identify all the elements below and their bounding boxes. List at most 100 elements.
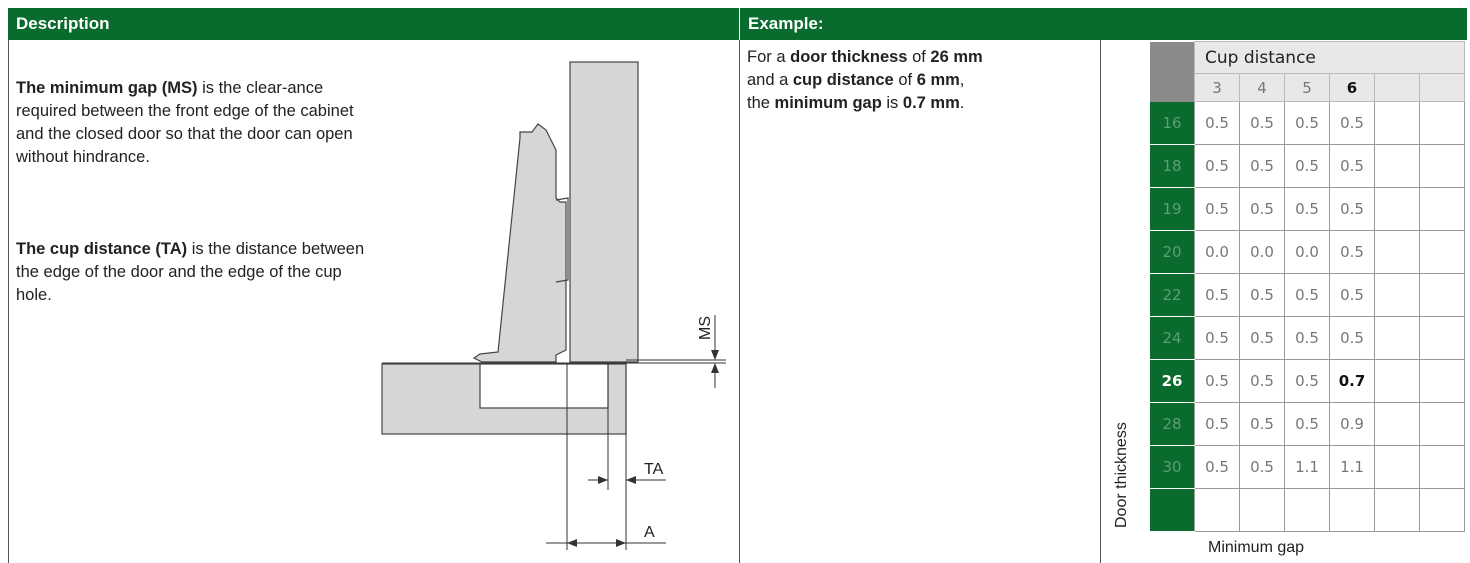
min-gap-cell: 0.5 [1284,402,1330,446]
min-gap-cell: 0.5 [1194,359,1240,403]
min-gap-cell [1374,488,1420,532]
min-gap-cell [1419,445,1465,489]
min-gap-cell: 0.5 [1284,273,1330,317]
min-gap-cell [1374,144,1420,188]
min-gap-cell: 0.5 [1284,187,1330,231]
min-gap-cell: 0.5 [1194,273,1240,317]
min-gap-cell: 0.5 [1194,144,1240,188]
min-gap-cell: 0.5 [1284,359,1330,403]
min-gap-cell [1419,230,1465,274]
min-gap-cell [1374,187,1420,231]
example-divider [1100,40,1101,563]
description-header: Description [8,8,739,40]
min-gap-cell: 0.9 [1329,402,1375,446]
door-thickness-cell: 28 [1150,402,1195,446]
cup-distance-col-header [1374,73,1420,102]
min-gap-cell [1419,273,1465,317]
cup-distance-header: Cup distance [1194,41,1465,74]
min-gap-cell: 0.5 [1329,101,1375,145]
min-gap-cell: 0.5 [1239,359,1285,403]
min-gap-cell: 0.5 [1194,445,1240,489]
min-gap-cell: 0.5 [1329,273,1375,317]
min-gap-cell [1374,402,1420,446]
door-thickness-cell: 24 [1150,316,1195,360]
min-gap-term: The minimum gap (MS) [16,79,198,97]
cup-distance-col-header: 4 [1239,73,1285,102]
door-thickness-cell [1150,488,1195,532]
ms-label: MS [697,316,714,340]
door-thickness-cell: 20 [1150,230,1195,274]
cup-hole [479,363,609,409]
cup-distance-paragraph: The cup distance (TA) is the distance be… [16,238,376,307]
min-gap-cell: 0.5 [1284,316,1330,360]
ta-label: TA [644,461,664,478]
min-gap-cell [1419,316,1465,360]
min-gap-cell: 0.0 [1194,230,1240,274]
table-corner [1150,41,1195,102]
min-gap-cell: 0.5 [1194,101,1240,145]
min-gap-cell: 0.5 [1239,144,1285,188]
door-thickness-cell: 30 [1150,445,1195,489]
minimum-gap-label: Minimum gap [1208,539,1305,556]
min-gap-cell: 0.5 [1329,230,1375,274]
min-gap-cell [1194,488,1240,532]
min-gap-cell [1374,273,1420,317]
min-gap-cell: 0.5 [1239,445,1285,489]
min-gap-cell [1374,316,1420,360]
min-gap-cell [1419,101,1465,145]
min-gap-cell [1419,488,1465,532]
min-gap-cell [1239,488,1285,532]
door-thickness-cell: 18 [1150,144,1195,188]
door-panel [569,61,639,363]
min-gap-cell: 0.5 [1239,402,1285,446]
min-gap-cell [1284,488,1330,532]
hinge-mount [555,197,569,283]
min-gap-cell [1374,359,1420,403]
min-gap-cell [1419,359,1465,403]
a-label: A [644,524,655,541]
min-gap-cell: 0.5 [1239,187,1285,231]
door-thickness-cell: 19 [1150,187,1195,231]
left-border [8,40,9,563]
min-gap-cell: 0.5 [1239,273,1285,317]
min-gap-cell: 0.5 [1194,187,1240,231]
door-thickness-label: Door thickness [1113,422,1130,528]
min-gap-cell: 0.0 [1239,230,1285,274]
min-gap-cell: 0.5 [1194,316,1240,360]
min-gap-cell: 0.5 [1239,316,1285,360]
min-gap-cell: 0.0 [1284,230,1330,274]
door-thickness-cell: 26 [1150,359,1195,403]
min-gap-cell: 0.5 [1329,187,1375,231]
min-gap-cell: 0.5 [1284,144,1330,188]
cup-distance-col-header: 6 [1329,73,1375,102]
cup-distance-text: is the distance between the edge of the … [16,240,365,304]
cup-distance-col-header [1419,73,1465,102]
cup-distance-col-header: 3 [1194,73,1240,102]
min-gap-cell: 1.1 [1284,445,1330,489]
column-divider [739,40,740,563]
table-row [1150,488,1465,532]
min-gap-cell: 0.5 [1194,402,1240,446]
min-gap-cell [1374,101,1420,145]
min-gap-cell [1419,187,1465,231]
door-thickness-cell: 16 [1150,101,1195,145]
cup-distance-col-header: 5 [1284,73,1330,102]
min-gap-cell [1419,402,1465,446]
example-header: Example: [740,8,1467,40]
door-thickness-cell: 22 [1150,273,1195,317]
min-gap-text: is the clear-ance required between the f… [16,79,354,166]
min-gap-cell: 0.5 [1329,316,1375,360]
min-gap-cell: 0.5 [1329,144,1375,188]
min-gap-paragraph: The minimum gap (MS) is the clear-ance r… [16,77,376,169]
min-gap-cell [1329,488,1375,532]
